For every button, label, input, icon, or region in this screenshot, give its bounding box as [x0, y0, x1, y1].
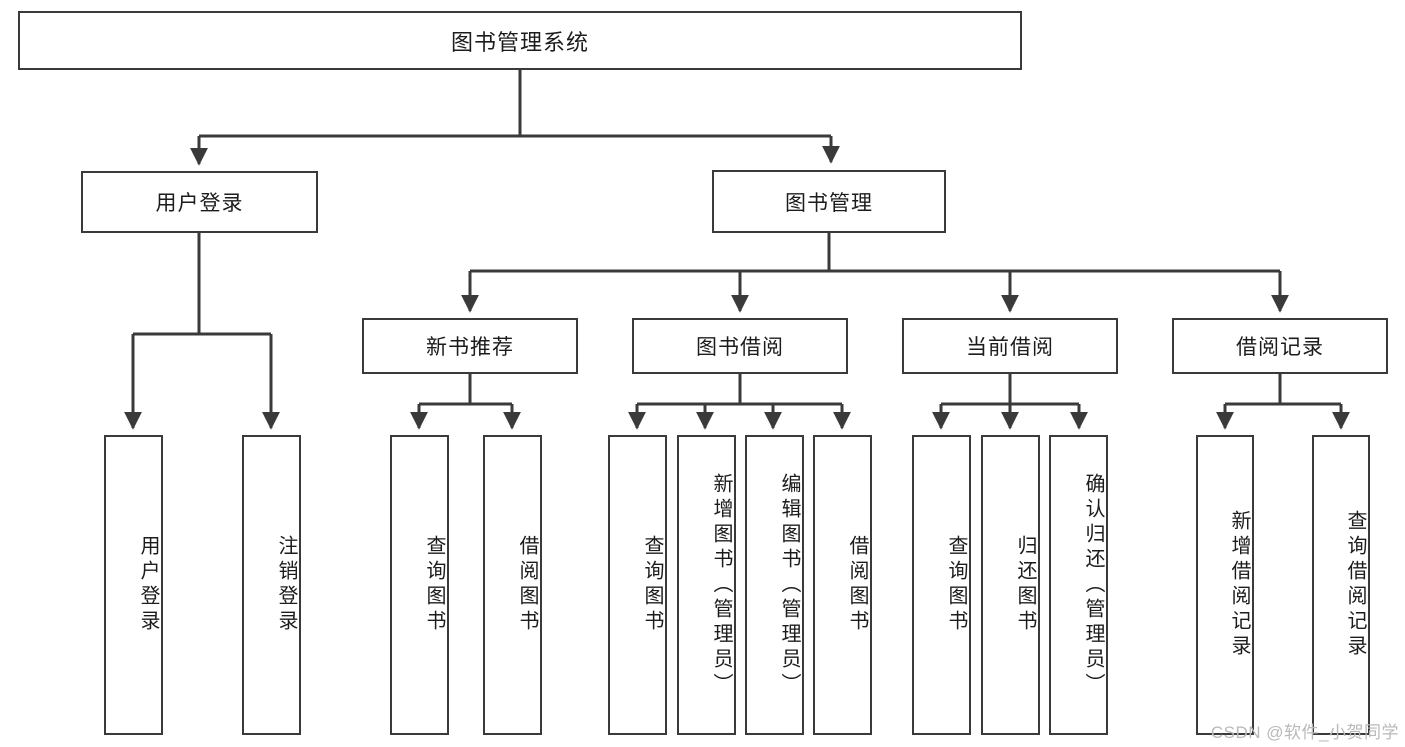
node-new-book-recommend[interactable]: 新书推荐 [362, 318, 578, 374]
node-label: 新书推荐 [426, 336, 514, 359]
leaf-newbook-query-book[interactable]: 查询图书 [390, 435, 449, 735]
node-label: 新增借阅记录 [1228, 510, 1250, 660]
node-book-management[interactable]: 图书管理 [712, 170, 946, 233]
node-label: 新增图书（管理员） [710, 472, 732, 698]
leaf-bookborrow-edit-book-admin[interactable]: 编辑图书（管理员） [745, 435, 804, 735]
node-label: 确认归还（管理员） [1082, 472, 1104, 698]
leaf-borrowrecord-query-record[interactable]: 查询借阅记录 [1312, 435, 1370, 735]
node-label: 图书管理系统 [450, 29, 589, 55]
node-label: 查询图书 [641, 535, 663, 635]
leaf-currentborrow-return-book[interactable]: 归还图书 [981, 435, 1040, 735]
node-label: 借阅图书 [846, 535, 868, 635]
leaf-borrowrecord-add-record[interactable]: 新增借阅记录 [1196, 435, 1254, 735]
node-label: 注销登录 [275, 535, 297, 635]
leaf-newbook-borrow-book[interactable]: 借阅图书 [483, 435, 542, 735]
node-label: 当前借阅 [966, 336, 1054, 359]
node-user-login[interactable]: 用户登录 [81, 171, 318, 233]
leaf-currentborrow-query-book[interactable]: 查询图书 [912, 435, 971, 735]
leaf-user-logout[interactable]: 注销登录 [242, 435, 301, 735]
node-book-borrow[interactable]: 图书借阅 [632, 318, 848, 374]
leaf-bookborrow-query-book[interactable]: 查询图书 [608, 435, 667, 735]
node-borrow-record[interactable]: 借阅记录 [1172, 318, 1388, 374]
leaf-currentborrow-confirm-return-admin[interactable]: 确认归还（管理员） [1049, 435, 1108, 735]
node-current-borrow[interactable]: 当前借阅 [902, 318, 1118, 374]
leaf-bookborrow-add-book-admin[interactable]: 新增图书（管理员） [677, 435, 736, 735]
node-label: 借阅记录 [1236, 336, 1324, 359]
node-label: 图书管理 [785, 191, 873, 215]
node-label: 查询图书 [945, 535, 967, 635]
node-label: 用户登录 [137, 535, 159, 635]
node-label: 用户登录 [155, 192, 244, 215]
node-label: 查询图书 [423, 535, 445, 635]
node-label: 借阅图书 [516, 535, 538, 635]
leaf-bookborrow-borrow-book[interactable]: 借阅图书 [813, 435, 872, 735]
node-label: 图书借阅 [696, 336, 784, 359]
node-label: 归还图书 [1014, 535, 1036, 635]
node-root-book-management-system[interactable]: 图书管理系统 [18, 11, 1022, 70]
node-label: 查询借阅记录 [1344, 510, 1366, 660]
watermark: CSDN @软件_小贺同学 [1210, 723, 1399, 742]
node-label: 编辑图书（管理员） [778, 472, 800, 698]
leaf-user-login[interactable]: 用户登录 [104, 435, 163, 735]
